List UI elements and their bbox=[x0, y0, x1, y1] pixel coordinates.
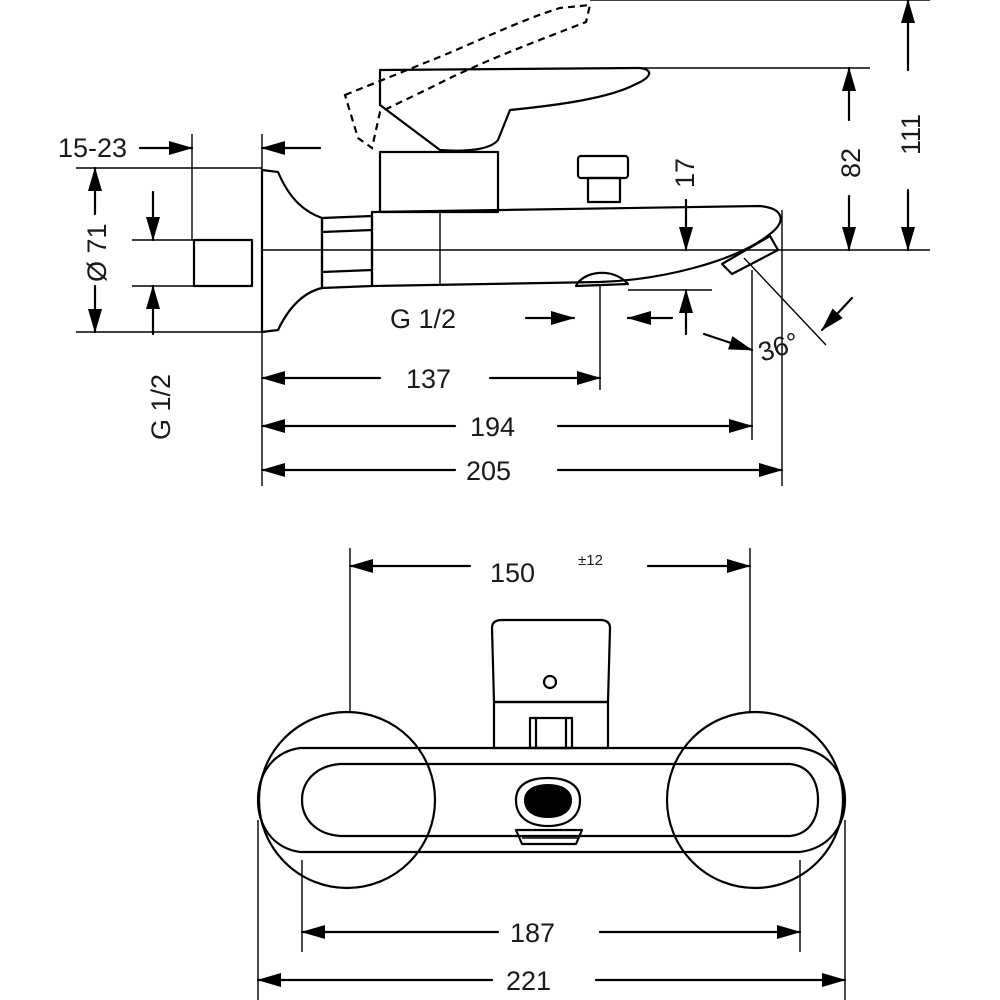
dim-137: 137 bbox=[406, 364, 451, 394]
front-lever bbox=[490, 618, 612, 704]
diverter-knob bbox=[576, 154, 630, 180]
connection-pipe bbox=[192, 238, 254, 288]
lever-alt-position bbox=[343, 3, 592, 150]
dim-15-23: 15-23 bbox=[58, 133, 127, 163]
diverter-stem bbox=[586, 176, 622, 204]
union-nut bbox=[320, 214, 374, 290]
left-escutcheon bbox=[257, 710, 437, 890]
side-view: 15-23 Ø 71 G 1/2 G 1/2 17 82 111 36° 137 bbox=[58, 0, 930, 486]
front-cartridge bbox=[492, 700, 610, 750]
front-diverter bbox=[528, 716, 574, 750]
front-view: 150 ±12 187 221 bbox=[256, 548, 847, 1000]
wall-escutcheon bbox=[260, 168, 324, 334]
front-body-inner bbox=[300, 762, 820, 838]
dim-111: 111 bbox=[896, 114, 926, 155]
dim-187: 187 bbox=[510, 918, 555, 948]
shower-outlet bbox=[574, 271, 630, 288]
right-escutcheon bbox=[665, 710, 845, 890]
dim-angle-36: 36° bbox=[755, 327, 803, 368]
dim-82: 82 bbox=[836, 148, 866, 178]
dim-g-half-horizontal: G 1/2 bbox=[390, 304, 456, 334]
dim-tolerance: ±12 bbox=[578, 552, 603, 569]
front-shower-outlet bbox=[514, 828, 584, 846]
dim-g-half-vertical: G 1/2 bbox=[146, 374, 176, 440]
cartridge-body bbox=[378, 150, 500, 214]
dim-194: 194 bbox=[470, 412, 515, 442]
lever-handle bbox=[378, 66, 651, 152]
mixer-body bbox=[370, 204, 782, 288]
front-aerator-inner bbox=[524, 784, 572, 818]
dim-221: 221 bbox=[506, 966, 551, 996]
front-body-outer bbox=[256, 746, 847, 854]
dim-205: 205 bbox=[466, 456, 511, 486]
dim-17: 17 bbox=[670, 158, 700, 188]
front-aerator-outer bbox=[514, 776, 582, 828]
dim-diameter-71: Ø 71 bbox=[82, 223, 112, 282]
front-lever-dot bbox=[542, 674, 558, 690]
dim-150: 150 bbox=[490, 558, 535, 588]
